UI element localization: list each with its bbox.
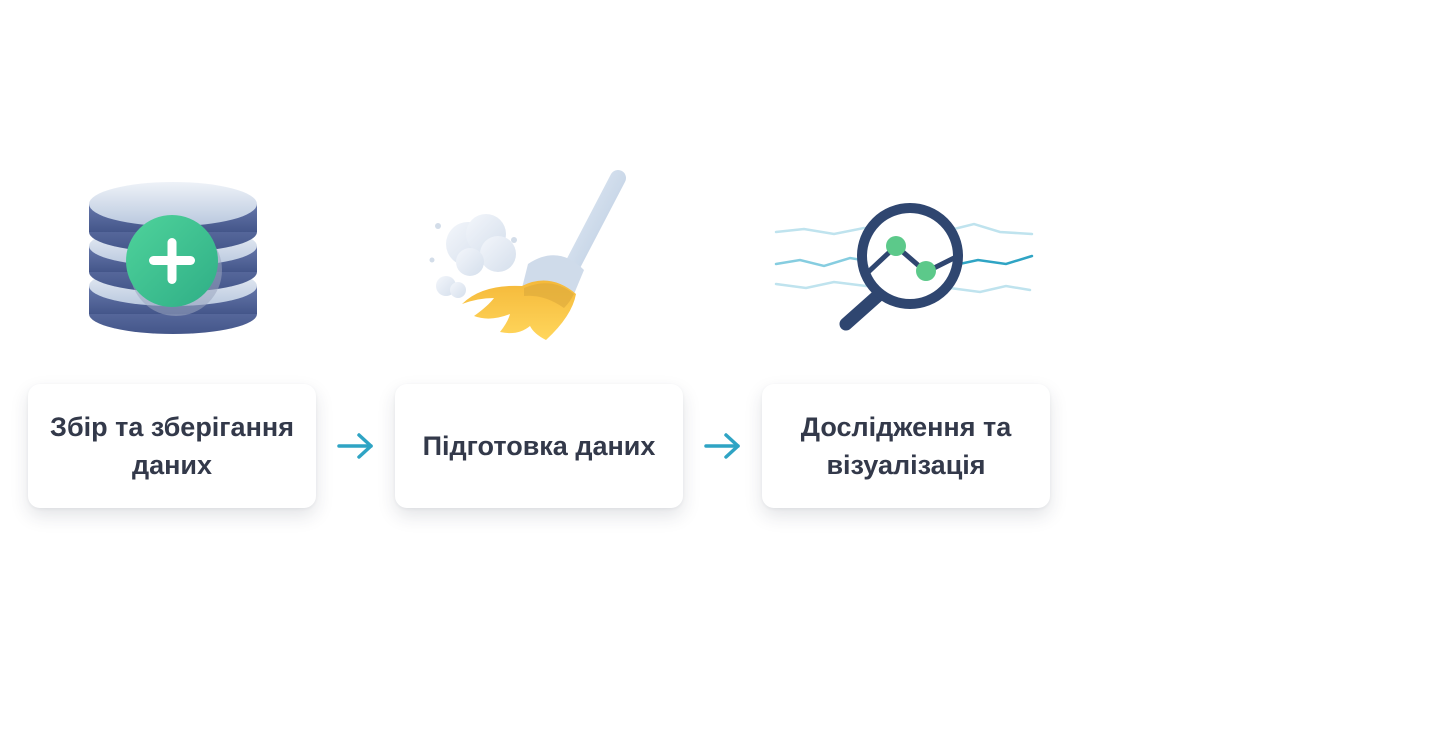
database-add-icon [84,176,262,342]
step-card-collect-store: Збір та зберігання даних [28,384,316,508]
arrow-right-icon [336,430,376,462]
step-label: Підготовка даних [422,431,656,461]
step-card-exploration-visualization: Дослідження та візуалізація [762,384,1050,508]
magnifier-chart-icon [774,196,1036,332]
arrow-right-icon [703,430,743,462]
step-card-preparation: Підготовка даних [395,384,683,508]
broom-icon [424,166,634,346]
step-label: Збір та зберігання даних [50,412,294,480]
step-label: Дослідження та візуалізація [800,412,1012,480]
